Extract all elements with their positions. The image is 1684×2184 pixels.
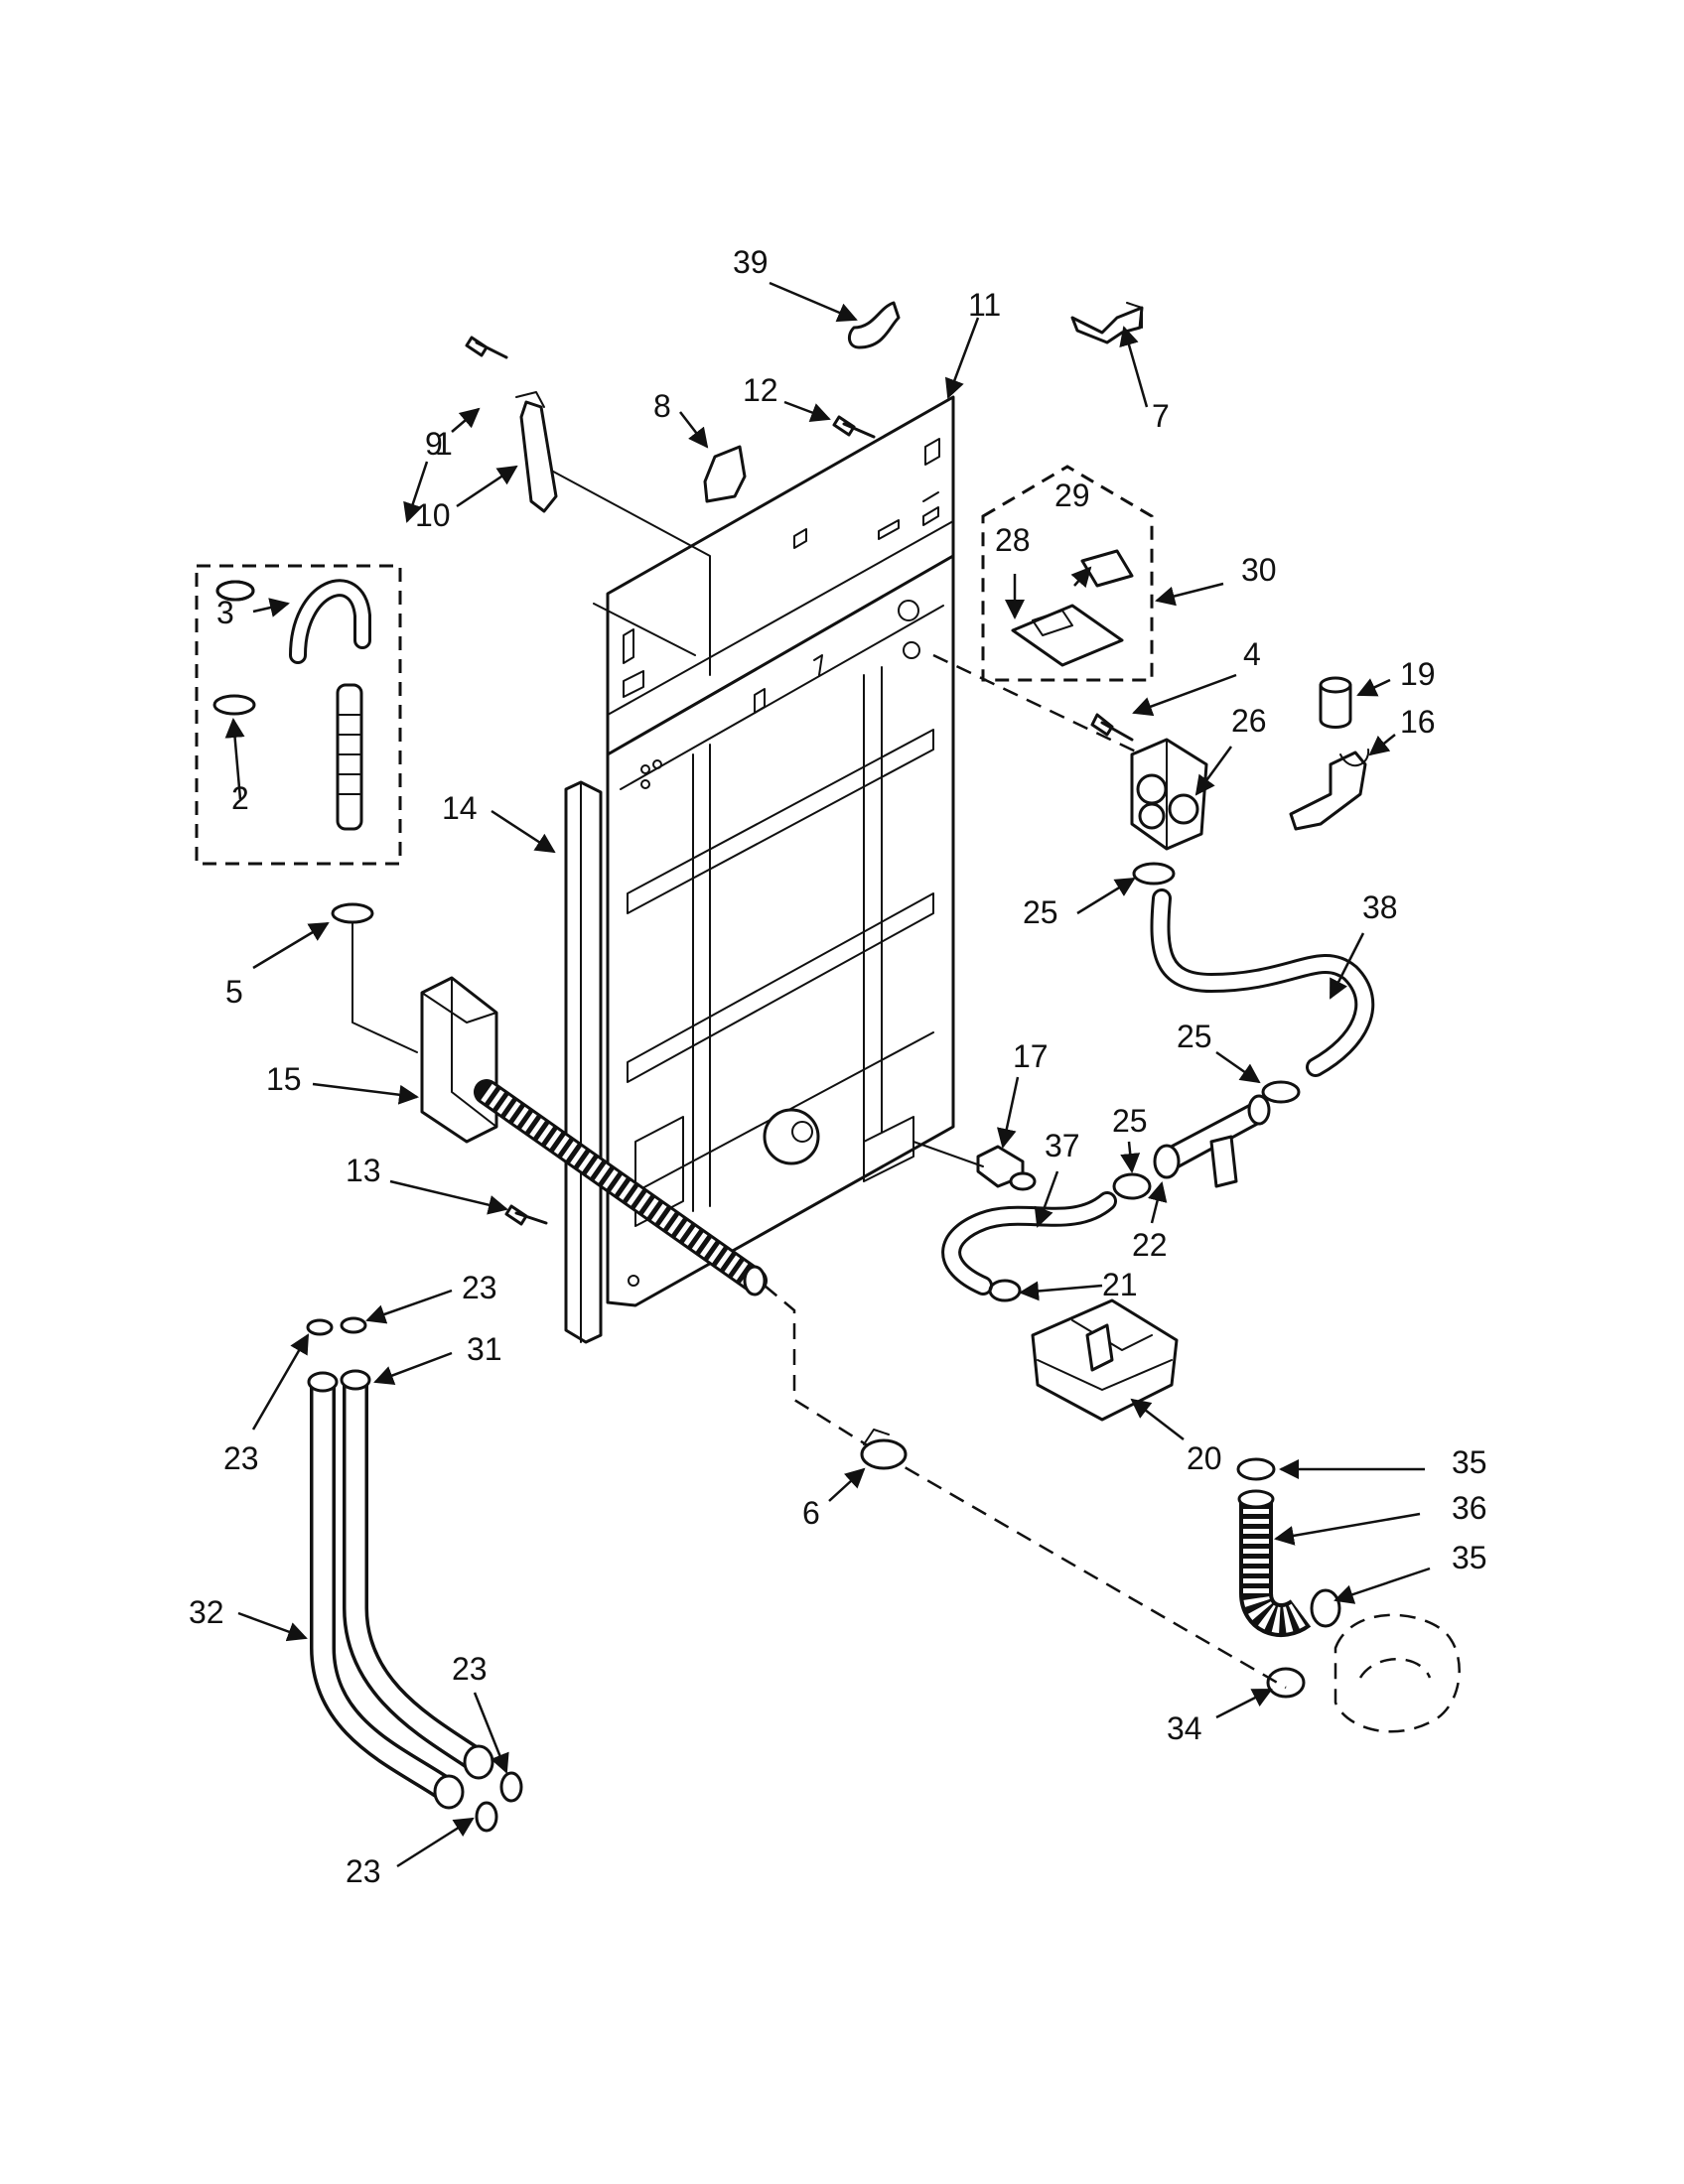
callout-23-d: 23	[346, 1853, 381, 1889]
callout-37: 37	[1045, 1128, 1080, 1163]
switch-28	[1011, 604, 1124, 667]
callout-23-a: 23	[462, 1270, 497, 1305]
hose-clamp-5	[331, 902, 374, 924]
callout-16: 16	[1400, 704, 1436, 740]
callout-7: 7	[1152, 398, 1170, 434]
screw-13	[504, 1204, 548, 1226]
callout-3: 3	[216, 595, 234, 630]
clip-8	[703, 445, 747, 503]
callout-6: 6	[802, 1495, 820, 1531]
callout-21: 21	[1102, 1267, 1138, 1302]
pad-29	[1080, 549, 1134, 588]
callout-9: 9	[425, 426, 443, 462]
screw-12	[832, 415, 876, 439]
clamp-25-top	[1132, 862, 1176, 886]
clamp-35-top	[1236, 1457, 1276, 1481]
callout-8: 8	[653, 388, 671, 424]
drain-hose-36	[1237, 1489, 1312, 1637]
callout-28: 28	[995, 522, 1031, 558]
callout-38: 38	[1362, 889, 1398, 925]
callout-26: 26	[1231, 703, 1267, 739]
clamp-34	[1266, 1667, 1306, 1699]
screw-9	[465, 336, 508, 359]
hose-38	[1150, 888, 1375, 1077]
washer-23-low1	[499, 1771, 523, 1803]
callout-29: 29	[1054, 478, 1090, 513]
callout-25-top: 25	[1023, 894, 1058, 930]
callout-14: 14	[442, 790, 478, 826]
callout-36: 36	[1452, 1490, 1487, 1526]
callout-4: 4	[1243, 636, 1261, 672]
callout-15: 15	[266, 1061, 302, 1097]
callout-12: 12	[743, 372, 778, 408]
washer-23-left	[306, 1318, 334, 1336]
callout-11: 11	[968, 287, 1001, 323]
callout-30: 30	[1241, 552, 1277, 588]
callout-34: 34	[1167, 1710, 1202, 1746]
clamp-35-bottom	[1310, 1588, 1341, 1628]
dispenser-20	[1031, 1298, 1179, 1422]
screw-4	[1090, 713, 1134, 742]
callout-20: 20	[1187, 1440, 1222, 1476]
clamp-6	[860, 1429, 908, 1470]
rear-panel	[606, 395, 955, 1307]
water-valve	[1130, 738, 1208, 851]
clamp-25-low	[1112, 1172, 1152, 1200]
hose-37	[941, 1191, 1117, 1296]
bracket-7	[1070, 306, 1144, 344]
callout-25-mid: 25	[1177, 1019, 1212, 1054]
bracket-16	[1289, 751, 1367, 831]
callout-2: 2	[231, 780, 249, 816]
callout-35-top: 35	[1452, 1444, 1487, 1480]
callout-35-bottom: 35	[1452, 1540, 1487, 1575]
washer-23-right	[340, 1316, 367, 1334]
fill-hoses	[307, 1369, 494, 1810]
plug-17	[976, 1145, 1037, 1191]
clamp-21	[988, 1279, 1022, 1302]
leader-lines	[224, 281, 1431, 1868]
drain-hose-kit-box	[195, 564, 402, 866]
callout-23-c: 23	[452, 1651, 488, 1687]
callout-23-b: 23	[223, 1440, 259, 1476]
inlet-box	[420, 976, 498, 1144]
callout-25-low: 25	[1112, 1103, 1148, 1139]
callout-39: 39	[733, 244, 769, 280]
cap-19	[1319, 676, 1352, 729]
bracket-39	[847, 301, 901, 349]
callout-22: 22	[1132, 1227, 1168, 1263]
callout-31: 31	[467, 1331, 502, 1367]
hose-kit-parts	[215, 579, 371, 831]
washer-23-low2	[475, 1801, 498, 1833]
side-trim-strip	[564, 780, 603, 1344]
callout-labels: 39 11 7 12 8 9 10 29 28 30 4 26 19 16 25…	[189, 244, 1487, 1889]
tee-connector	[1153, 1094, 1271, 1188]
pump-outline	[1333, 1613, 1461, 1733]
callout-5: 5	[225, 974, 243, 1010]
hose-clamp-2	[212, 694, 256, 716]
bracket-10	[519, 400, 558, 513]
callout-17: 17	[1013, 1038, 1049, 1074]
callout-10: 10	[415, 497, 451, 533]
corrugated-drain-hose	[474, 1079, 768, 1297]
callout-13: 13	[346, 1153, 381, 1188]
clamp-25-mid	[1261, 1080, 1301, 1104]
switch-kit-box	[981, 465, 1154, 682]
callout-19: 19	[1400, 656, 1436, 692]
callout-1: 1	[435, 426, 453, 462]
callout-32: 32	[189, 1594, 224, 1630]
